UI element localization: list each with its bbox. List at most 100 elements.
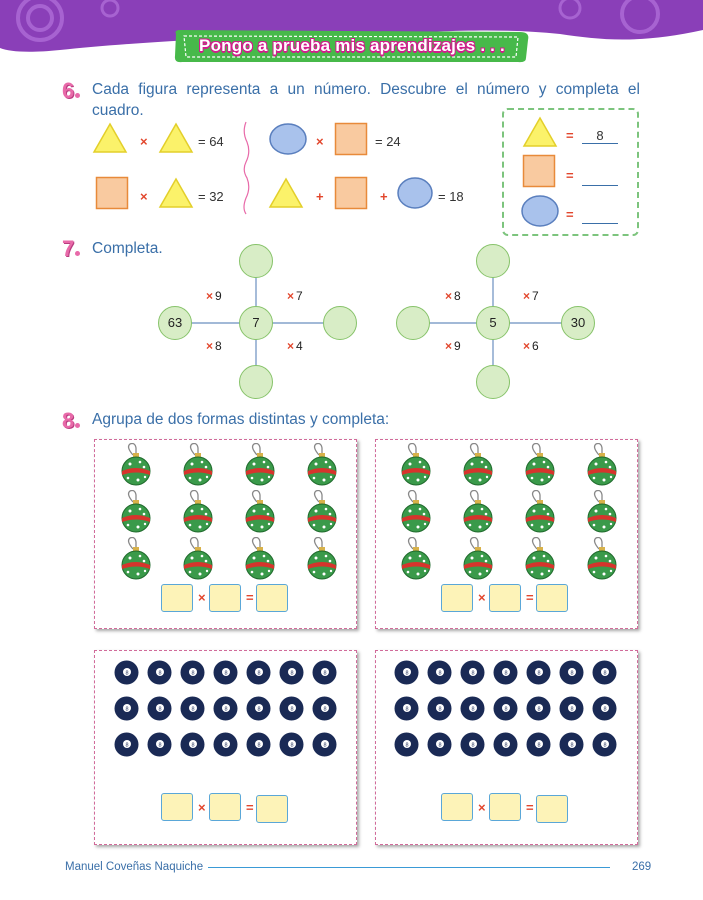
times-sign: × xyxy=(140,189,148,204)
square-shape xyxy=(95,176,129,210)
ornament-picture xyxy=(304,442,338,487)
billiard-ball-picture: 8 xyxy=(180,660,205,685)
equals-sign: = xyxy=(526,800,534,815)
svg-text:8: 8 xyxy=(471,706,474,712)
node-bottom-empty[interactable] xyxy=(476,365,510,399)
ornament-picture xyxy=(522,489,556,534)
factor-2-input[interactable] xyxy=(489,584,521,612)
node-top-empty[interactable] xyxy=(476,244,510,278)
ornament-picture xyxy=(584,442,618,487)
square-shape xyxy=(522,154,556,188)
billiard-ball-picture: 8 xyxy=(114,696,139,721)
triangle-shape xyxy=(158,122,194,153)
billiard-ball-picture: 8 xyxy=(592,660,617,685)
circle-shape xyxy=(397,177,433,209)
billiard-ball-picture: 8 xyxy=(460,660,485,685)
svg-text:8: 8 xyxy=(224,706,227,712)
ornament-picture xyxy=(304,489,338,534)
footer-divider xyxy=(208,867,610,868)
equals-sign: = xyxy=(526,590,534,605)
svg-text:8: 8 xyxy=(603,742,606,748)
multiplier-label: ×6 xyxy=(523,339,539,353)
billiard-ball-picture: 8 xyxy=(279,696,304,721)
svg-text:8: 8 xyxy=(323,706,326,712)
svg-text:8: 8 xyxy=(191,742,194,748)
svg-text:8: 8 xyxy=(570,706,573,712)
triangle-shape xyxy=(92,122,128,153)
circle-answer-field[interactable] xyxy=(582,208,618,224)
node-bottom-empty[interactable] xyxy=(239,365,273,399)
plus-sign: + xyxy=(316,189,324,204)
node-left: 63 xyxy=(158,306,192,340)
svg-text:8: 8 xyxy=(504,706,507,712)
triangle-answer-field[interactable]: 8 xyxy=(582,128,618,144)
ornament-picture xyxy=(398,489,432,534)
svg-text:8: 8 xyxy=(224,742,227,748)
svg-text:8: 8 xyxy=(405,742,408,748)
ornament-picture xyxy=(118,442,152,487)
svg-text:8: 8 xyxy=(257,670,260,676)
factor-2-input[interactable] xyxy=(209,793,241,821)
ornament-picture xyxy=(460,442,494,487)
factor-1-input[interactable] xyxy=(441,793,473,821)
factor-1-input[interactable] xyxy=(161,584,193,612)
triangle-shape xyxy=(522,116,558,147)
svg-text:8: 8 xyxy=(603,670,606,676)
multiplier-label: ×8 xyxy=(206,339,222,353)
ornament-picture xyxy=(584,489,618,534)
svg-text:8: 8 xyxy=(158,670,161,676)
factor-2-input[interactable] xyxy=(489,793,521,821)
billiard-ball-picture: 8 xyxy=(526,732,551,757)
times-sign: × xyxy=(478,590,486,605)
billiard-ball-picture: 8 xyxy=(147,732,172,757)
svg-text:8: 8 xyxy=(125,742,128,748)
svg-text:8: 8 xyxy=(158,742,161,748)
billiard-ball-picture: 8 xyxy=(213,732,238,757)
svg-text:8: 8 xyxy=(570,670,573,676)
factor-2-input[interactable] xyxy=(209,584,241,612)
node-right-empty[interactable] xyxy=(323,306,357,340)
billiard-ball-picture: 8 xyxy=(312,696,337,721)
product-input[interactable] xyxy=(536,584,568,612)
svg-text:8: 8 xyxy=(290,706,293,712)
ornament-picture xyxy=(522,536,556,581)
billiard-ball-picture: 8 xyxy=(559,732,584,757)
header-band xyxy=(0,0,703,52)
ornament-picture xyxy=(584,536,618,581)
circle-shape xyxy=(269,123,307,155)
square-shape xyxy=(334,176,368,210)
svg-text:8: 8 xyxy=(537,670,540,676)
billiard-ball-picture: 8 xyxy=(493,732,518,757)
node-top-empty[interactable] xyxy=(239,244,273,278)
exercise-8-instruction: Agrupa de dos formas distintas y complet… xyxy=(92,411,390,428)
equation-result: = 24 xyxy=(375,134,401,149)
node-left-empty[interactable] xyxy=(396,306,430,340)
billiard-ball-picture: 8 xyxy=(246,660,271,685)
svg-text:8: 8 xyxy=(504,742,507,748)
square-answer-field[interactable] xyxy=(582,170,618,186)
multiplier-label: ×8 xyxy=(445,289,461,303)
product-input[interactable] xyxy=(536,795,568,823)
ornament-picture xyxy=(118,489,152,534)
factor-1-input[interactable] xyxy=(441,584,473,612)
plus-sign: + xyxy=(380,189,388,204)
billiard-ball-picture: 8 xyxy=(246,696,271,721)
billiard-ball-picture: 8 xyxy=(592,732,617,757)
billiard-ball-picture: 8 xyxy=(147,660,172,685)
billiard-ball-picture: 8 xyxy=(114,660,139,685)
node-right: 30 xyxy=(561,306,595,340)
svg-text:8: 8 xyxy=(323,742,326,748)
ornament-picture xyxy=(522,442,556,487)
ornament-picture xyxy=(242,442,276,487)
billiard-ball-picture: 8 xyxy=(279,732,304,757)
page-title: Pongo a prueba mis aprendizajes . . . xyxy=(199,36,505,55)
factor-1-input[interactable] xyxy=(161,793,193,821)
billiard-ball-picture: 8 xyxy=(213,660,238,685)
equals-sign: = xyxy=(566,168,574,183)
product-input[interactable] xyxy=(256,795,288,823)
multiplier-label: ×4 xyxy=(287,339,303,353)
multiplier-label: ×9 xyxy=(206,289,222,303)
exercise-8-number: 8 xyxy=(62,408,81,434)
billiard-ball-picture: 8 xyxy=(180,696,205,721)
product-input[interactable] xyxy=(256,584,288,612)
